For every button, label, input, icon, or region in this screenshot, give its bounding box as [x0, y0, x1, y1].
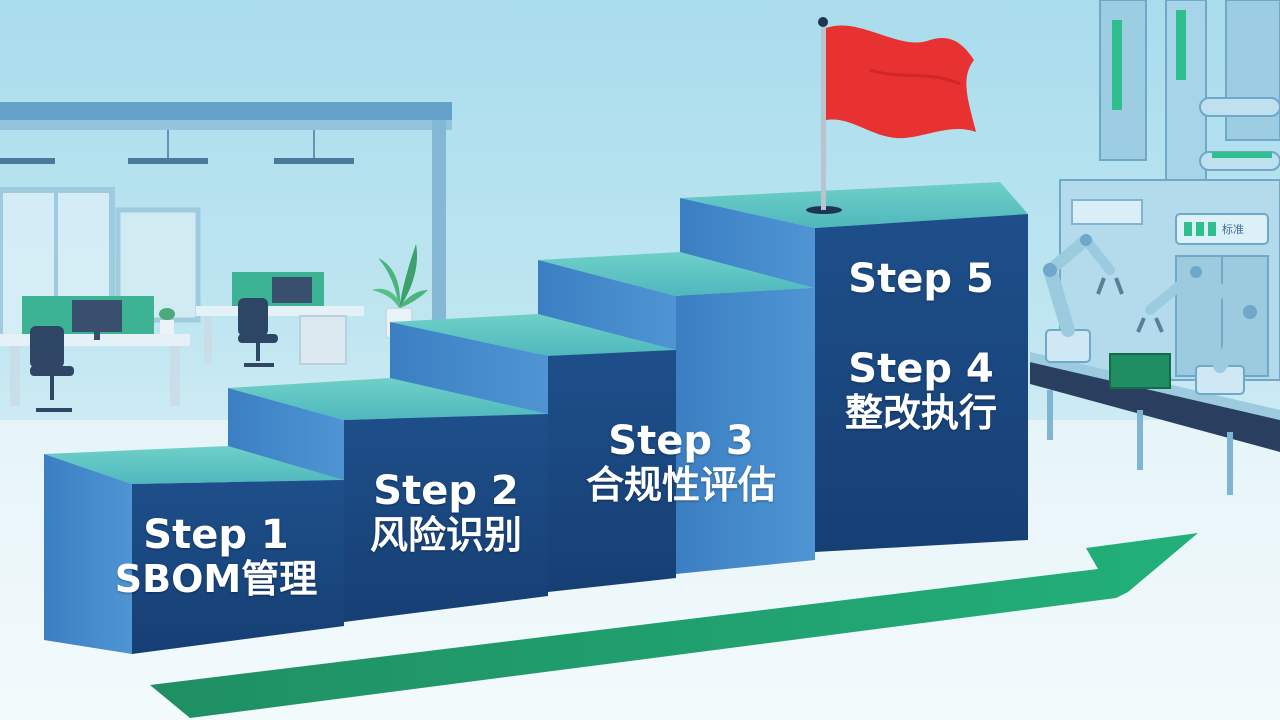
- product-box: [1109, 353, 1171, 389]
- conveyor-belt: [1030, 352, 1280, 495]
- office-chair: [238, 298, 268, 336]
- step-3-title: Step 3: [608, 418, 754, 464]
- office-background: [0, 102, 452, 412]
- factory-tower: [1099, 0, 1147, 161]
- office-pillar: [432, 120, 446, 350]
- step-4-caption: 整改执行: [844, 391, 997, 435]
- step-1-title: Step 1: [143, 512, 289, 558]
- pipe: [1199, 97, 1280, 117]
- step-3-label: Step 3 合规性评估: [548, 418, 814, 508]
- desk: [196, 306, 364, 316]
- ceiling-light: [274, 158, 354, 164]
- step-1-label: Step 1 SBOM管理: [96, 512, 336, 602]
- monitor: [272, 277, 312, 303]
- ceiling-light: [128, 158, 208, 164]
- plant-pot: [160, 320, 174, 334]
- step-2-title: Step 2: [373, 468, 519, 514]
- drawer-cabinet: [299, 315, 347, 365]
- step-3-caption: 合规性评估: [585, 463, 776, 507]
- factory-tower: [1225, 0, 1280, 141]
- step-1-caption: SBOM管理: [114, 557, 318, 601]
- monitor: [72, 300, 122, 332]
- step-4-title: Step 4: [848, 346, 994, 392]
- factory-background: [1030, 0, 1280, 495]
- factory-panel-text: 标准: [1222, 223, 1244, 236]
- robot-arm: [1043, 234, 1124, 363]
- factory-panel: [1175, 213, 1269, 245]
- ceiling-light: [0, 158, 55, 164]
- step-4-label: Step 4 整改执行: [815, 346, 1027, 436]
- office-roof: [0, 102, 452, 120]
- step-block-1: [44, 446, 344, 654]
- progress-arrow: [150, 533, 1198, 718]
- office-chair: [30, 326, 64, 368]
- step-5-label: Step 5: [815, 256, 1027, 302]
- robot-arm: [1136, 266, 1257, 395]
- red-flag: [806, 17, 976, 214]
- step-5-title: Step 5: [848, 256, 994, 302]
- step-2-label: Step 2 风险识别: [346, 468, 546, 558]
- step-2-caption: 风险识别: [369, 513, 522, 557]
